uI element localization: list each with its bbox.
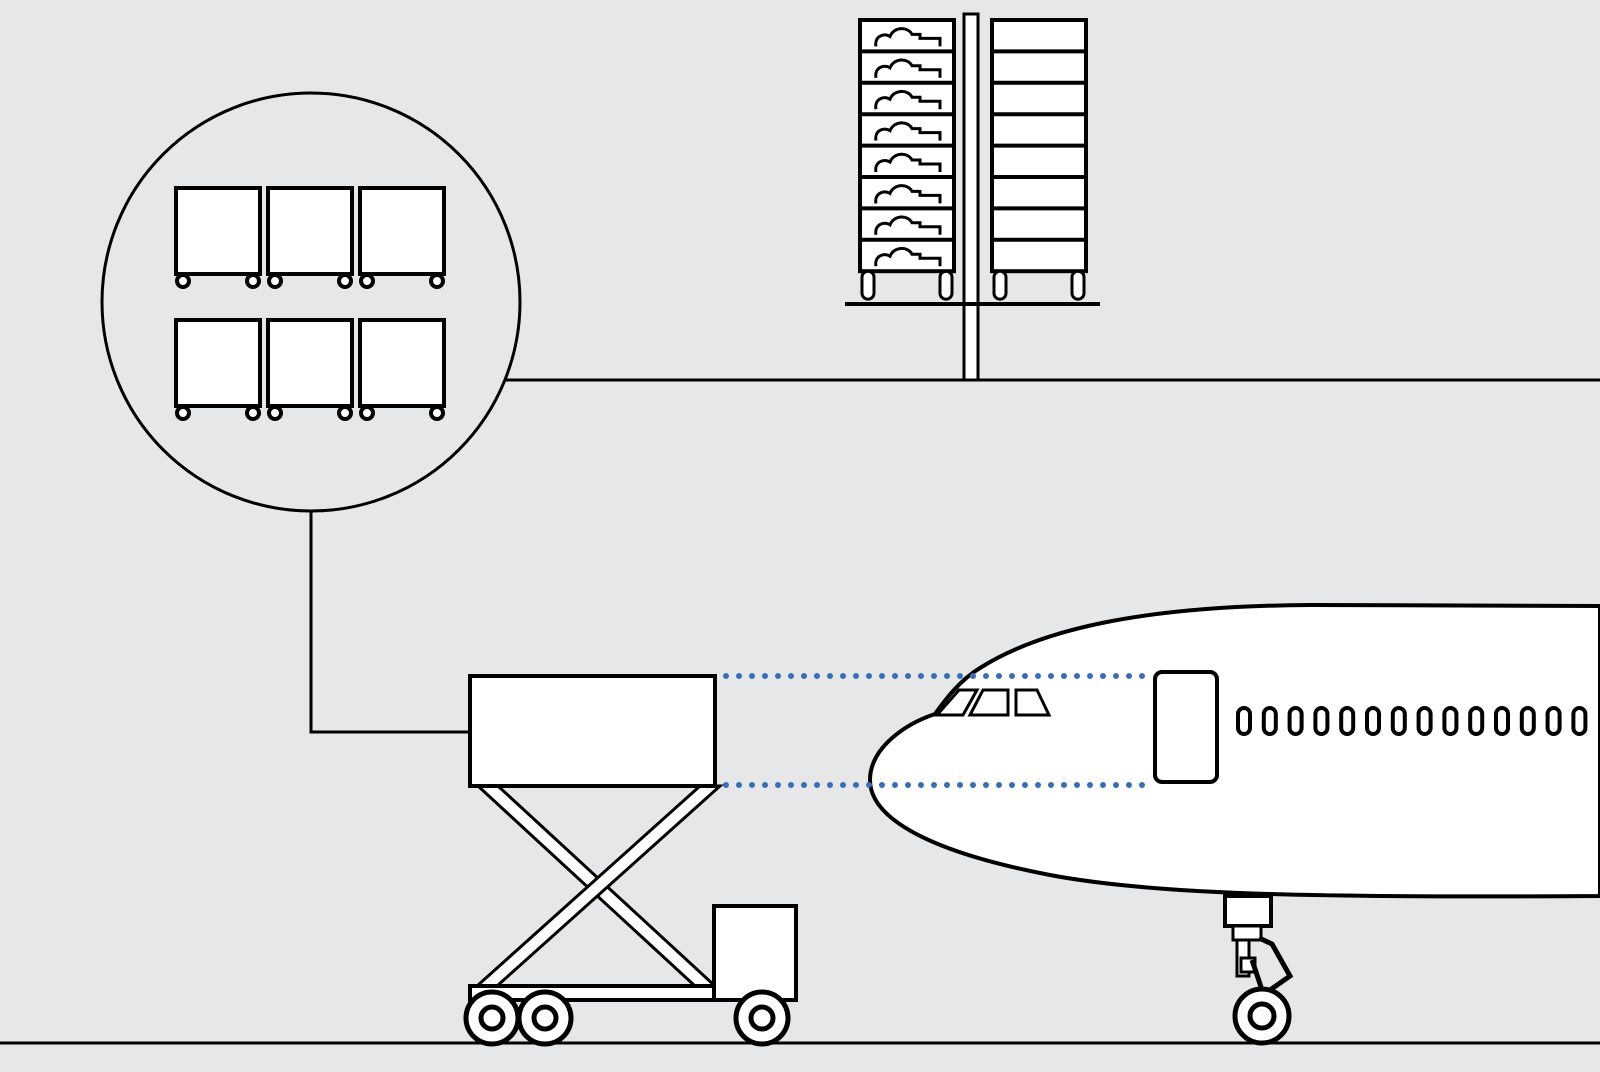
wheel-icon <box>463 989 521 1047</box>
wheel-icon <box>516 989 574 1047</box>
passenger-window-icon <box>1571 706 1588 736</box>
wheel-icon <box>1232 986 1292 1046</box>
wheel-icon <box>175 405 191 421</box>
passenger-window-icon <box>1545 706 1562 736</box>
passenger-window-icon <box>1365 706 1381 736</box>
trolley-leg <box>992 269 1008 301</box>
rack-trolley-with-trays <box>858 18 956 301</box>
passenger-window-icon <box>1261 706 1278 736</box>
catering-truck-icon <box>463 674 798 1047</box>
meal-tray-icon <box>874 27 942 47</box>
catering-trolley-icon <box>174 186 262 289</box>
passenger-window-icon <box>1442 706 1459 736</box>
meal-tray-icon <box>874 215 942 236</box>
catering-trolley-icon <box>358 186 446 289</box>
meal-tray-icon <box>874 121 942 141</box>
wheel-icon <box>267 273 283 289</box>
wheel-icon <box>359 405 375 421</box>
wheel-icon <box>733 989 791 1047</box>
catering-trolley-icon <box>266 318 354 421</box>
catering-trolley-icon <box>266 186 354 289</box>
trolley-leg <box>860 269 876 301</box>
wheel-icon <box>175 273 191 289</box>
passenger-window-icon <box>1313 706 1330 736</box>
wheel-icon <box>337 405 353 421</box>
catering-trolley-icon <box>358 318 446 421</box>
passenger-window-icon <box>1339 706 1356 736</box>
meal-tray-icon <box>874 184 942 204</box>
wheel-icon <box>267 405 283 421</box>
wheel-icon <box>429 273 445 289</box>
cockpit-window-icon <box>933 688 1052 717</box>
passenger-window-icon <box>1519 706 1536 736</box>
trolley-leg <box>1070 269 1086 301</box>
wheel-icon <box>245 273 261 289</box>
passenger-window-icon <box>1494 706 1510 736</box>
catering-trolley-icon <box>174 318 262 421</box>
nose-landing-gear-icon <box>1223 894 1294 1046</box>
rack-trolley-shelves <box>990 18 1088 301</box>
trolley-leg <box>938 269 954 301</box>
passenger-window-icon <box>1468 706 1485 736</box>
catering-cargo-box <box>468 674 717 788</box>
passenger-window-icon <box>1236 706 1252 736</box>
meal-tray-icon <box>874 246 942 267</box>
meal-tray-icon <box>874 152 942 173</box>
wheel-icon <box>429 405 445 421</box>
passenger-window-row <box>1236 706 1588 736</box>
storage-rack-icon <box>845 12 1100 382</box>
meal-tray-icon <box>874 89 942 110</box>
truck-cab <box>712 904 798 1002</box>
passenger-window-icon <box>1287 706 1304 736</box>
passenger-window-icon <box>1390 706 1407 736</box>
connector-line-elbow <box>309 512 470 734</box>
detail-circle-icon <box>100 91 522 513</box>
meal-tray-icon <box>874 58 942 79</box>
passenger-window-icon <box>1416 706 1433 736</box>
cabin-door-icon <box>1153 670 1219 784</box>
detail-trolley-grid <box>174 186 446 421</box>
wheel-icon <box>337 273 353 289</box>
wheel-icon <box>359 273 375 289</box>
wheel-icon <box>245 405 261 421</box>
